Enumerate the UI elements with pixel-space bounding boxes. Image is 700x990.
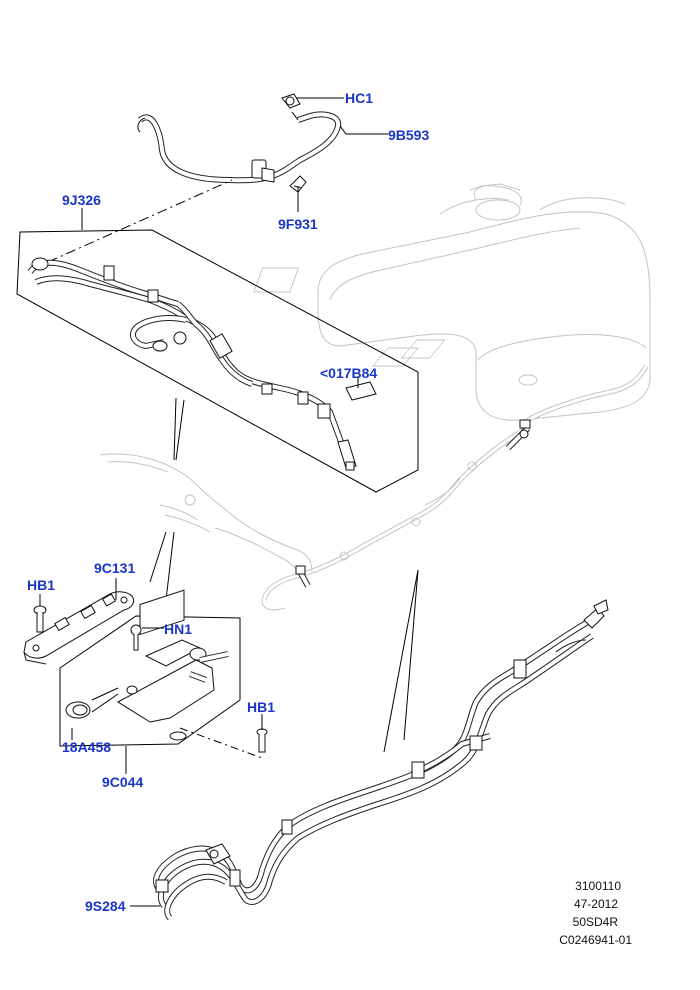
callout-9c044: 9C044 [102,774,143,790]
callout-9s284: 9S284 [85,898,126,914]
leader-lines [39,97,388,907]
fuel-pipes-9s284 [153,599,609,921]
callout-hc1: HC1 [345,90,373,106]
vent-pipe-9b593 [137,93,342,184]
callout-9c131: 9C131 [94,560,135,576]
ref-line-1: 3100110 [575,879,621,893]
callout-18a458: 18A458 [62,739,111,755]
fuel-lines-ghost [99,364,649,611]
bracket-9c131 [23,591,135,665]
bolt-hb1-right [256,728,268,753]
fuel-tank-ghost [253,183,651,421]
callout-hn1: HN1 [164,621,192,637]
callout-hb1-left: HB1 [27,577,55,593]
bolt-hb1-left [33,605,47,633]
callout-9b593: 9B593 [388,127,429,143]
ref-line-4: C0246941-01 [559,933,632,947]
callout-017b84: <017B84 [320,365,377,381]
callout-9f931: 9F931 [278,216,318,232]
assembly-box-9j326 [16,229,419,493]
mid-connector [295,565,311,588]
reference-block: 3100110 47-2012 50SD4R C0246941-01 [559,879,632,947]
callout-9j326: 9J326 [62,192,101,208]
plug-18a458 [65,687,119,719]
ref-line-3: 50SD4R [573,915,619,929]
callout-hb1-right: HB1 [247,699,275,715]
tank-connector [505,419,531,451]
ref-line-2: 47-2012 [574,897,618,911]
assembly-box-9c044 [59,589,241,747]
